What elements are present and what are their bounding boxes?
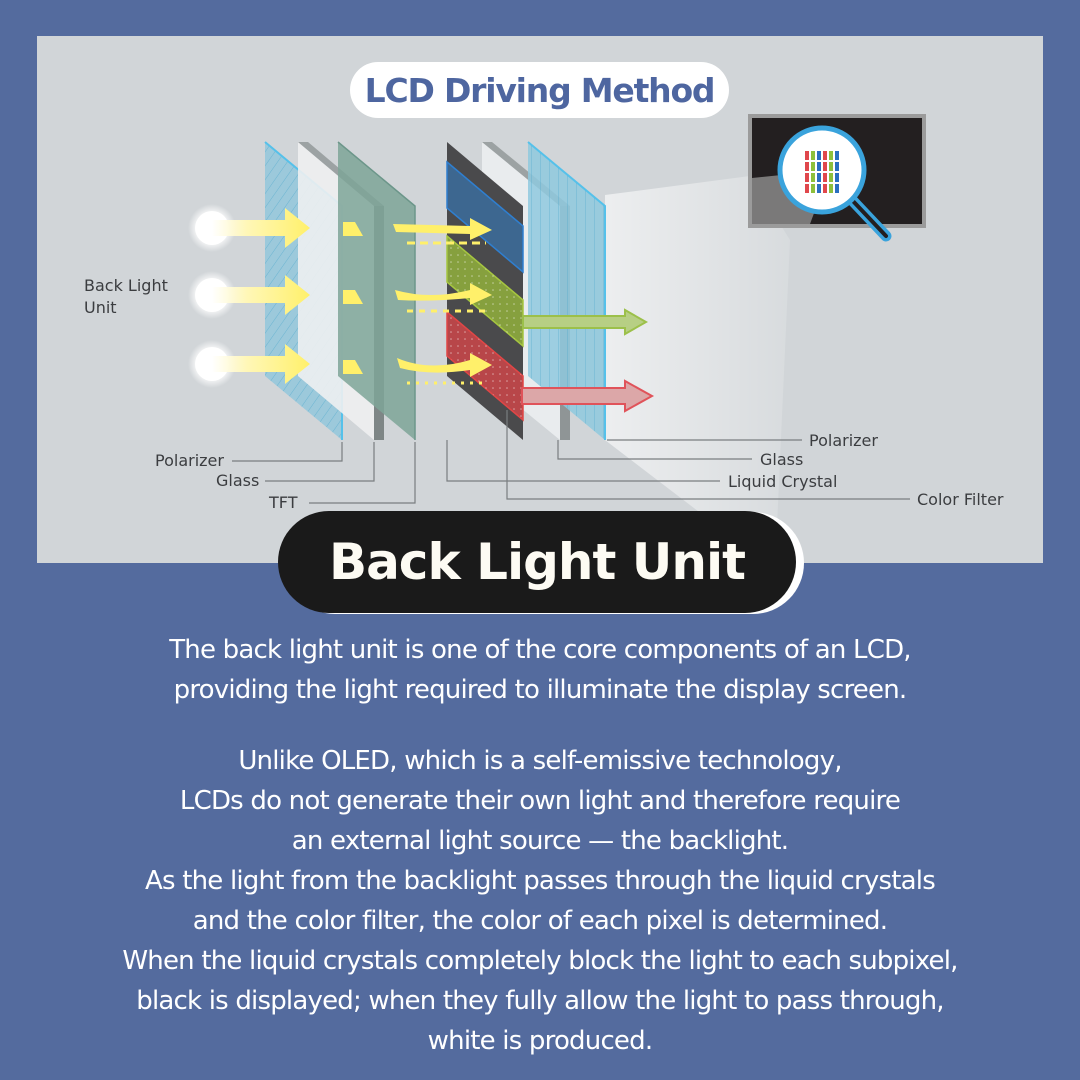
light-arrows	[212, 208, 363, 384]
label-front-glass: Glass	[760, 450, 804, 469]
paragraph-intro: The back light unit is one of the core c…	[40, 630, 1040, 710]
lcd-layer-diagram	[188, 114, 926, 570]
magnifier-icon	[777, 125, 892, 242]
paragraph-detail-line: white is produced.	[427, 1026, 653, 1056]
section-heading-pill: Back Light Unit	[278, 511, 804, 615]
paragraph-detail: Unlike OLED, which is a self-emissive te…	[40, 741, 1040, 1061]
paragraph-detail-line: LCDs do not generate their own light and…	[179, 786, 901, 816]
paragraph-detail-line: and the color filter, the color of each …	[192, 906, 888, 936]
leader-lines	[232, 410, 910, 504]
diagram-title-pill: LCD Driving Method	[350, 62, 729, 118]
label-rear-glass: Glass	[216, 471, 260, 490]
heading-box: Back Light Unit	[278, 511, 796, 613]
paragraph-intro-line: providing the light required to illumina…	[173, 675, 907, 705]
lc-arrows	[393, 218, 492, 385]
paragraph-detail-line: As the light from the backlight passes t…	[145, 866, 936, 896]
front-polarizer-layer	[527, 141, 606, 440]
back-light-unit-label-line1: Back Light	[84, 276, 168, 295]
paragraph-detail-line: When the liquid crystals completely bloc…	[122, 946, 958, 976]
paragraph-detail-line: Unlike OLED, which is a self-emissive te…	[238, 746, 842, 776]
paragraph-detail-line: an external light source — the backlight…	[291, 826, 789, 856]
label-rear-polarizer: Polarizer	[155, 451, 224, 470]
output-red-arrow	[521, 379, 655, 413]
label-color-filter: Color Filter	[917, 490, 1004, 509]
label-liquid-crystal: Liquid Crystal	[728, 472, 838, 491]
output-green-arrow	[522, 308, 649, 336]
label-tft: TFT	[269, 493, 298, 512]
back-light-unit-label-line2: Unit	[84, 298, 117, 317]
section-heading: Back Light Unit	[328, 533, 746, 591]
diagram-title: LCD Driving Method	[364, 70, 716, 110]
paragraph-detail-line: black is displayed; when they fully allo…	[136, 986, 944, 1016]
label-front-polarizer: Polarizer	[809, 431, 878, 450]
back-light-unit-label: Back Light Unit	[84, 275, 168, 319]
paragraph-intro-line: The back light unit is one of the core c…	[169, 635, 911, 665]
subpixel-grid	[805, 151, 839, 193]
light-beam	[605, 176, 790, 570]
